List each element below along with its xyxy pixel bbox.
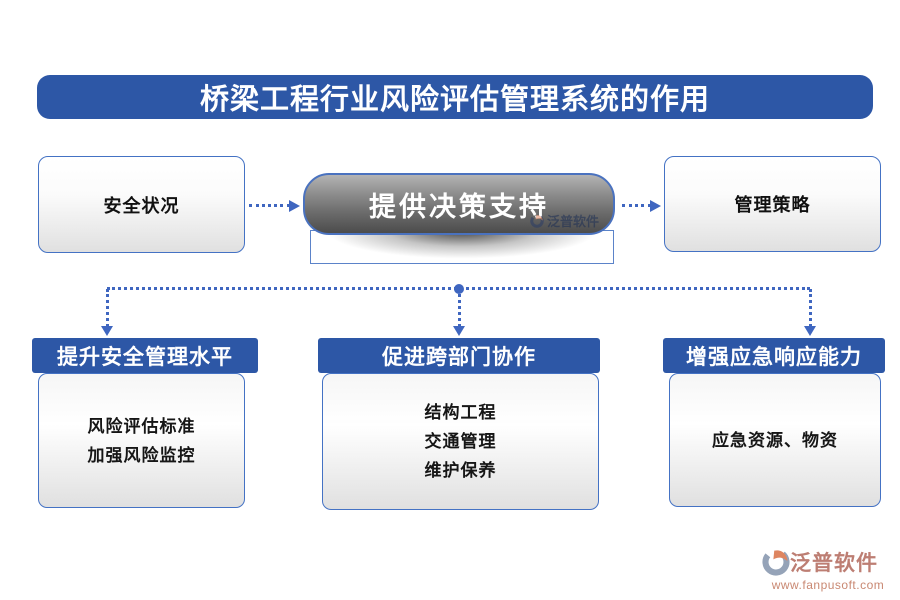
footer-brand-name: 泛普软件	[790, 551, 878, 575]
section-item: 风险评估标准	[87, 416, 196, 436]
arrow-down-icon	[101, 326, 113, 336]
fanpu-logo-icon	[530, 213, 544, 228]
watermark-text: 泛普软件	[546, 214, 599, 229]
connector-branch-center	[458, 289, 461, 327]
arrow-right-icon	[650, 200, 661, 212]
flow-box-label: 安全状况	[103, 195, 180, 216]
footer-brand-url: www.fanpusoft.com	[771, 578, 885, 592]
arrow-right-icon	[289, 200, 300, 212]
connector-pill-to-output	[622, 204, 651, 207]
flow-pill-decision-support: 提供决策支持 泛普软件	[303, 173, 615, 235]
section-item: 维护保养	[424, 461, 497, 480]
watermark: 泛普软件	[530, 211, 599, 230]
section-item: 交通管理	[424, 432, 497, 451]
section-header-label: 增强应急响应能力	[686, 344, 862, 369]
flow-box-management-strategy: 管理策略	[664, 156, 881, 252]
flow-pill-label: 提供决策支持	[369, 191, 549, 222]
section-item: 结构工程	[424, 403, 497, 422]
section-body-safety-management: 风险评估标准 加强风险监控	[38, 373, 245, 508]
section-header-emergency-response: 增强应急响应能力	[663, 338, 885, 373]
section-body-emergency-response: 应急资源、物资	[669, 373, 881, 507]
section-header-label: 促进跨部门协作	[382, 344, 536, 369]
section-header-safety-management: 提升安全管理水平	[32, 338, 258, 373]
flow-box-safety-status: 安全状况	[38, 156, 245, 253]
page-title: 桥梁工程行业风险评估管理系统的作用	[199, 84, 710, 116]
title-banner: 桥梁工程行业风险评估管理系统的作用	[37, 75, 873, 119]
section-header-label: 提升安全管理水平	[57, 344, 233, 369]
arrow-down-icon	[804, 326, 816, 336]
flow-box-label: 管理策略	[734, 195, 811, 215]
fanpu-logo-icon	[762, 548, 790, 576]
connector-input-to-pill	[249, 204, 290, 207]
section-body-cross-department: 结构工程 交通管理 维护保养	[322, 373, 599, 510]
section-item: 应急资源、物资	[712, 430, 838, 450]
section-header-cross-department: 促进跨部门协作	[318, 338, 600, 373]
pill-reflection-panel	[310, 230, 614, 264]
connector-branch-left	[106, 289, 109, 327]
section-item: 加强风险监控	[87, 445, 196, 465]
arrow-down-icon	[453, 326, 465, 336]
footer-brand: 泛普软件 www.fanpusoft.com	[762, 547, 894, 592]
connector-branch-right	[809, 289, 812, 327]
